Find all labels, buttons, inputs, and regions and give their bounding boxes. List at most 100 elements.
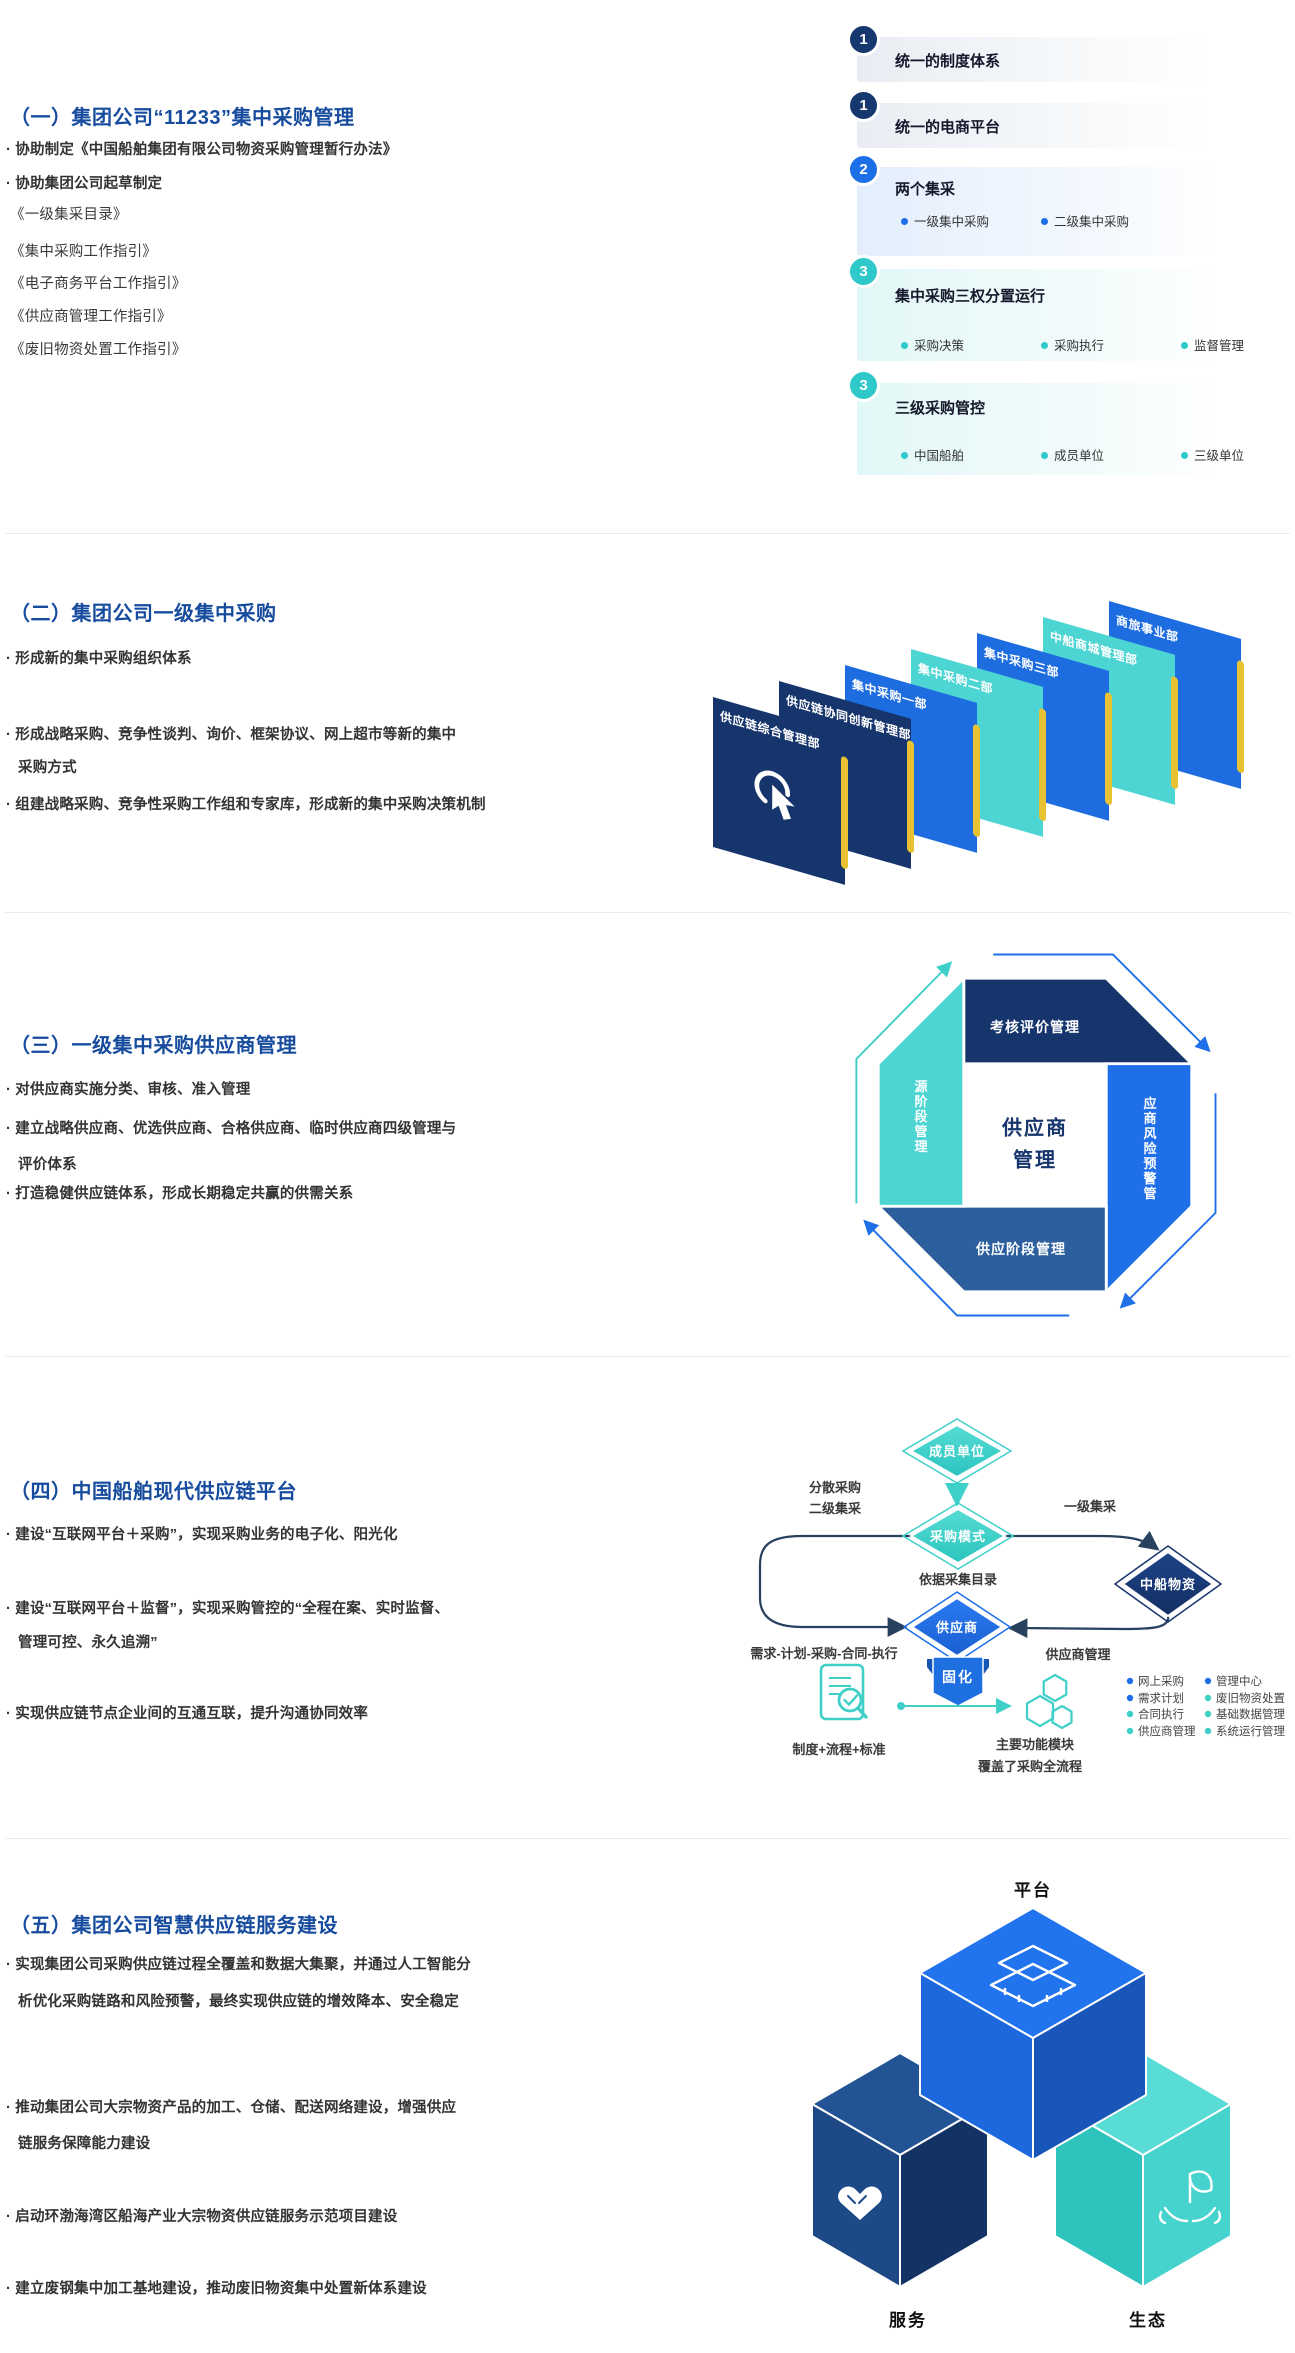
module-item: 系统运行管理: [1216, 1724, 1285, 1738]
supply-chain-platform-flowchart: 成员单位 采购模式 中船物资 供应商 分散采购 二级集采 一级集采 依据采集目录…: [750, 1418, 1285, 1774]
octagon-label-right: 应商风险预警管: [1141, 1096, 1157, 1202]
section2-title: （二）集团公司一级集中采购: [10, 602, 277, 625]
section3-line: · 建立战略供应商、优选供应商、合格供应商、临时供应商四级管理与: [6, 1121, 457, 1137]
flow-label-scatter: 分散采购: [809, 1480, 861, 1495]
panel-edge-bar: [1039, 707, 1046, 822]
module-item: 废旧物资处置: [1216, 1691, 1285, 1705]
module-item: 需求计划: [1138, 1692, 1184, 1705]
bullet-dot-icon: [1041, 452, 1048, 459]
smart-supply-chain-cubes-diagram: 平台 服务 生态: [811, 1880, 1232, 2330]
badge-fold: [983, 1659, 989, 1675]
svg-text:固化: 固化: [942, 1669, 974, 1685]
panel-edge-bar: [973, 723, 980, 838]
section3-line: · 打造稳健供应链体系，形成长期稳定共赢的供需关系: [6, 1186, 354, 1202]
section-divider: [5, 912, 1290, 913]
flow-node-member-unit: [908, 1423, 1006, 1479]
item-label: 统一的电商平台: [895, 119, 1001, 136]
section5-line: · 推动集团公司大宗物资产品的加工、仓储、配送网络建设，增强供应: [6, 2100, 457, 2116]
bullet-dot-icon: [1181, 342, 1188, 349]
item-bullet: 中国船舶: [901, 445, 964, 464]
bullet-dot-icon: [1041, 218, 1048, 225]
section1-line: 《集中采购工作指引》: [10, 244, 157, 260]
section2-line: · 组建战略采购、竞争性采购工作组和专家库，形成新的集中采购决策机制: [6, 797, 486, 813]
section5-line: · 实现集团公司采购供应链过程全覆盖和数据大集聚，并通过人工智能分: [6, 1957, 471, 1973]
item-label: 三级采购管控: [895, 400, 986, 417]
section3-line: 评价体系: [18, 1157, 77, 1173]
flow-node-cssc-materials: [1121, 1550, 1215, 1618]
svg-text:采购模式: 采购模式: [929, 1529, 986, 1544]
octagon-label-top: 考核评价管理: [990, 1019, 1080, 1035]
section1-line: 《废旧物资处置工作指引》: [10, 342, 187, 358]
hand-click-icon: [754, 770, 795, 820]
flow-node-procurement-mode: [908, 1507, 1008, 1565]
module-item: 基础数据管理: [1216, 1707, 1285, 1721]
section1-line: · 协助集团公司起草制定: [6, 176, 163, 192]
module-item: 网上采购: [1138, 1674, 1184, 1688]
eco-plant-hands-icon: [1158, 2170, 1222, 2225]
section5-line: 链服务保障能力建设: [18, 2136, 151, 2152]
numbered-item-three-powers: 3 集中采购三权分置运行 采购决策 采购执行 监督管理: [847, 255, 1272, 361]
solidify-badge: [932, 1656, 984, 1707]
section-divider: [5, 1838, 1290, 1839]
section2-line: 采购方式: [18, 760, 77, 776]
section1-line: 《一级集采目录》: [10, 207, 128, 223]
octagon-label-left: 源阶段管理: [912, 1079, 928, 1155]
panel-edge-bar: [841, 755, 848, 870]
dept-panel-supply-chain-general: 供应链综合管理部: [713, 697, 848, 885]
cube-label-ecology: 生态: [1129, 2310, 1167, 2330]
module-item: 供应商管理: [1138, 1724, 1196, 1738]
item-bullet: 成员单位: [1041, 445, 1104, 464]
item-bullet: 采购决策: [901, 335, 964, 354]
item-number-badge: 1: [847, 23, 880, 56]
section5-line: · 启动环渤海湾区船海产业大宗物资供应链服务示范项目建设: [6, 2209, 398, 2225]
item-bullet: 二级集中采购: [1041, 211, 1129, 230]
panel-edge-bar: [1171, 675, 1178, 790]
panel-edge-bar: [1237, 659, 1244, 774]
item-bullet: 三级单位: [1181, 445, 1244, 464]
flow-label-supplier-mgmt: 供应商管理: [1044, 1647, 1110, 1662]
item-bullet: 监督管理: [1181, 335, 1244, 354]
flow-label-level2: 二级集采: [809, 1501, 862, 1516]
panel-edge-bar: [1105, 691, 1112, 806]
flow-arrow-level1: [1005, 1530, 1160, 1551]
numbered-item-ecommerce: 1 统一的电商平台: [847, 89, 1272, 148]
flow-node-supplier: [910, 1596, 1004, 1658]
octagon-center-label: 供应商: [1002, 1117, 1068, 1140]
item-label: 两个集采: [895, 181, 956, 198]
svg-text:供应商: 供应商: [935, 1620, 978, 1635]
cube-label-platform: 平台: [1014, 1880, 1052, 1900]
section3-title: （三）一级集中采购供应商管理: [10, 1034, 297, 1057]
platform-layers-icon: [989, 1944, 1077, 2008]
flow-label-doc: 制度+流程+标准: [792, 1742, 885, 1757]
section1-line: · 协助制定《中国船舶集团有限公司物资采购管理暂行办法》: [6, 142, 398, 158]
section4-line: 管理可控、永久追溯”: [18, 1635, 158, 1651]
section1-line: 《供应商管理工作指引》: [10, 309, 172, 325]
svg-text:中船物资: 中船物资: [1140, 1577, 1196, 1592]
octagon-center-label: 管理: [1013, 1149, 1057, 1172]
document-check-icon: [819, 1663, 868, 1721]
item-number-badge: 3: [847, 369, 880, 402]
section3-line: · 对供应商实施分类、审核、准入管理: [6, 1082, 251, 1098]
bullet-dot-icon: [901, 218, 908, 225]
item-label: 统一的制度体系: [895, 53, 1001, 70]
flow-label-catalog: 依据采集目录: [919, 1572, 997, 1587]
numbered-item-system: 1 统一的制度体系: [847, 23, 1272, 82]
supplier-management-octagon-diagram: [855, 953, 1217, 1317]
bullet-dot-icon: [901, 342, 908, 349]
hexagon-modules-icon: [1025, 1673, 1073, 1730]
bullet-dot-icon: [1041, 342, 1048, 349]
flow-label-level1: 一级集采: [1064, 1499, 1117, 1514]
item-label: 集中采购三权分置运行: [895, 288, 1046, 305]
section5-title: （五）集团公司智慧供应链服务建设: [10, 1914, 338, 1937]
cube-label-service: 服务: [889, 2310, 927, 2330]
flow-label-chain: 需求-计划-采购-合同-执行: [750, 1646, 897, 1661]
item-number-badge: 3: [847, 255, 880, 288]
item-number-badge: 1: [847, 89, 880, 122]
connector-dot: [897, 1702, 905, 1710]
panel-edge-bar: [907, 739, 914, 854]
section-divider: [5, 1356, 1290, 1357]
numbered-item-two-centralized: 2 两个集采 一级集中采购 二级集中采购: [847, 153, 1272, 256]
item-bullet: 采购执行: [1041, 335, 1104, 354]
cube-ecology: [1054, 2052, 1232, 2288]
